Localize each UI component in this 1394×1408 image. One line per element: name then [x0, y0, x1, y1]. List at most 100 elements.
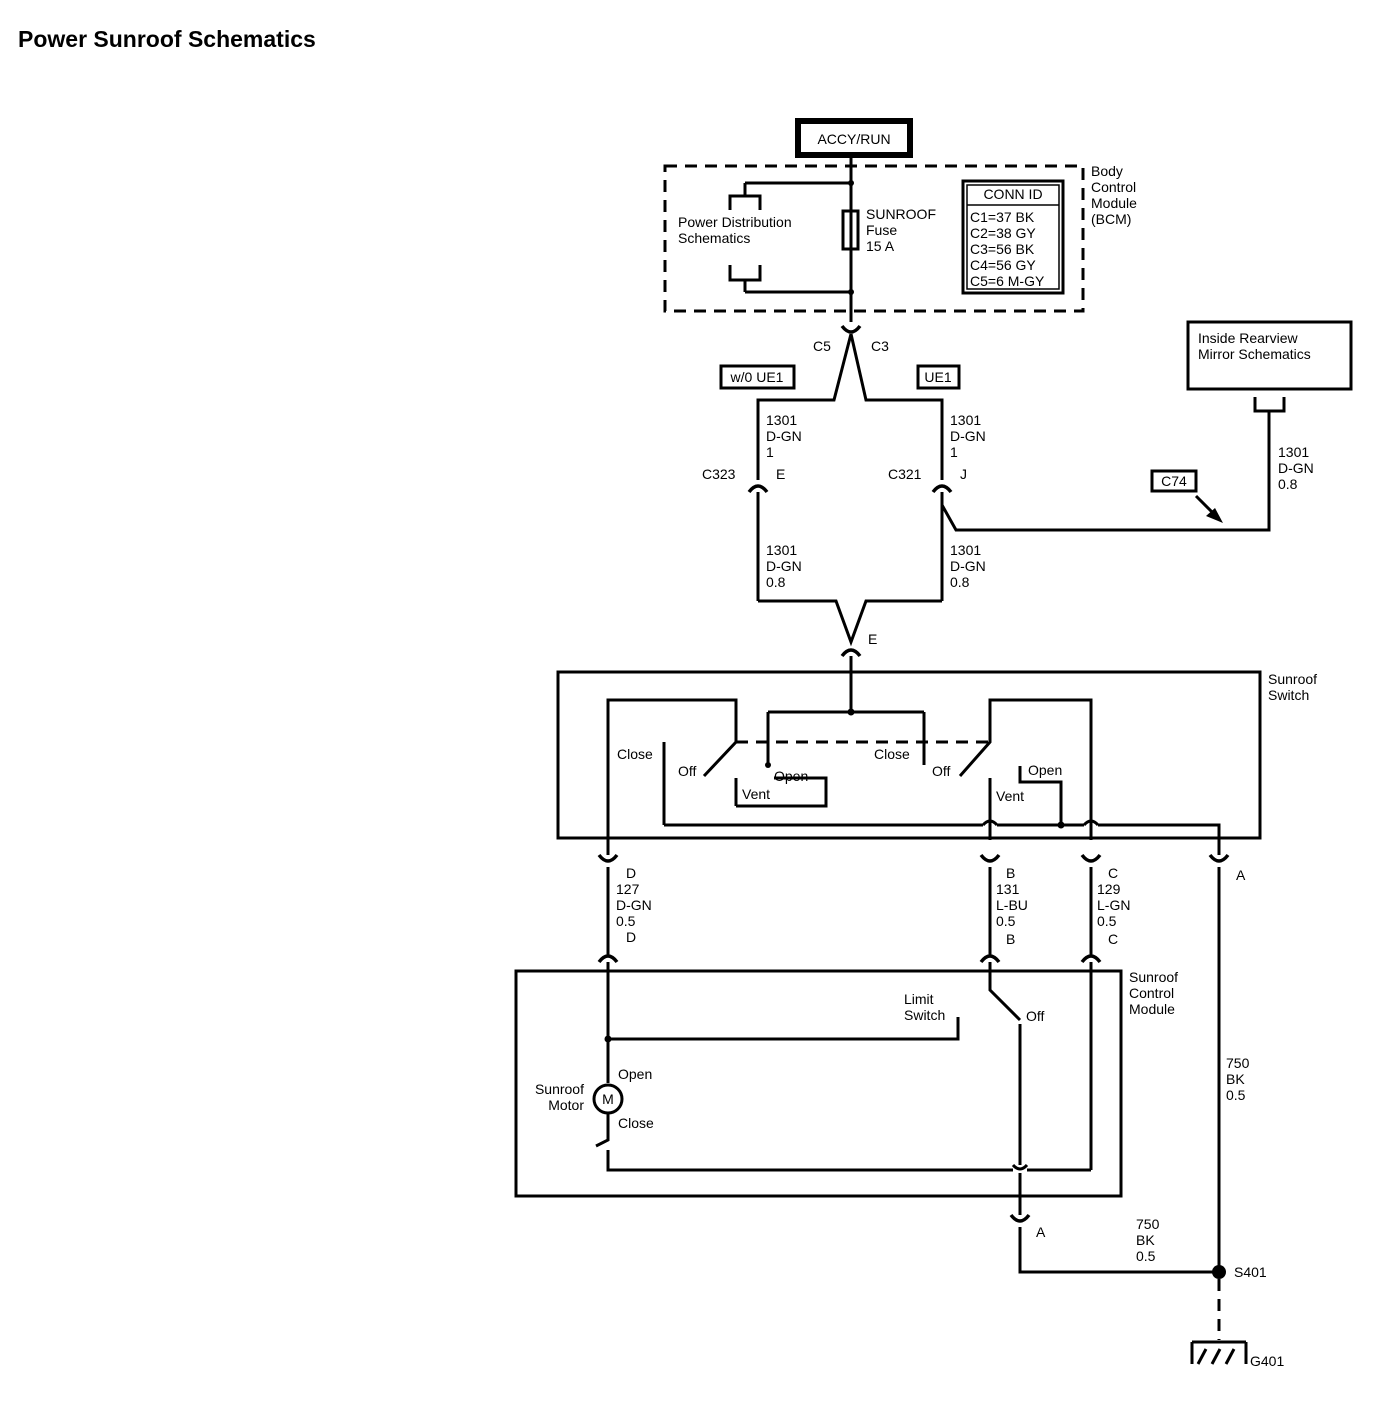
svg-text:0.8: 0.8: [950, 574, 970, 590]
sunroof-switch-label: Sunroof Switch: [1268, 671, 1317, 703]
svg-text:Inside Rearview: Inside Rearview: [1198, 330, 1298, 346]
svg-text:Sunroof: Sunroof: [1268, 671, 1317, 687]
svg-text:B: B: [1006, 931, 1015, 947]
connector-pin-a-top: A: [1208, 853, 1246, 883]
svg-text:D-GN: D-GN: [766, 558, 802, 574]
svg-text:Vent: Vent: [742, 786, 770, 802]
wire-label-1301-left-top: 1301 D-GN 1: [766, 412, 802, 460]
svg-text:Module: Module: [1091, 195, 1137, 211]
svg-text:1301: 1301: [766, 412, 797, 428]
svg-text:S401: S401: [1234, 1264, 1267, 1280]
svg-text:Close: Close: [618, 1115, 654, 1131]
wire-label-1301-right-bottom: 1301 D-GN 0.8: [950, 542, 986, 590]
svg-text:129: 129: [1097, 881, 1121, 897]
power-source-box: ACCY/RUN: [795, 118, 913, 158]
svg-text:D-GN: D-GN: [616, 897, 652, 913]
svg-text:750: 750: [1136, 1216, 1160, 1232]
page-title: Power Sunroof Schematics: [18, 26, 316, 52]
svg-text:C3: C3: [871, 338, 889, 354]
sunroof-motor: M: [592, 1083, 624, 1125]
svg-text:A: A: [1036, 1224, 1046, 1240]
option-label-ue1: UE1: [916, 364, 961, 390]
wire-label-1301-left-bottom: 1301 D-GN 0.8: [766, 542, 802, 590]
svg-text:BK: BK: [1226, 1071, 1245, 1087]
svg-text:Power Distribution: Power Distribution: [678, 214, 792, 230]
wire-label-1301-right-top: 1301 D-GN 1: [950, 412, 986, 460]
connector-pin-d-bottom: D: [597, 929, 636, 964]
svg-text:1301: 1301: [950, 412, 981, 428]
svg-text:Sunroof: Sunroof: [1129, 969, 1178, 985]
connector-pin-a-bottom: A: [1009, 1213, 1046, 1240]
svg-text:G401: G401: [1250, 1353, 1284, 1369]
connector-pin-b-bottom: B: [979, 931, 1015, 964]
svg-text:Open: Open: [774, 768, 808, 784]
connector-c321: C321 J: [888, 466, 967, 494]
svg-text:1301: 1301: [1278, 444, 1309, 460]
svg-text:C74: C74: [1161, 473, 1187, 489]
svg-text:C5: C5: [813, 338, 831, 354]
svg-text:SUNROOF: SUNROOF: [866, 206, 936, 222]
inside-rearview-mirror-reference: Inside Rearview Mirror Schematics: [1186, 320, 1353, 413]
svg-text:1301: 1301: [766, 542, 797, 558]
svg-text:0.8: 0.8: [766, 574, 786, 590]
svg-text:0.5: 0.5: [996, 913, 1016, 929]
svg-text:C321: C321: [888, 466, 922, 482]
svg-text:Off: Off: [678, 763, 697, 779]
merge-wire: [758, 599, 942, 647]
conn-id-table: CONN ID C1=37 BK C2=38 GY C3=56 BK C4=56…: [961, 179, 1065, 295]
sunroof-switch-contacts: Close Off Open Vent Close Off Open Vent: [606, 698, 1221, 855]
svg-text:Limit: Limit: [904, 991, 934, 1007]
module-internal-circuit: Limit Switch Off: [595, 962, 1093, 1215]
svg-text:D: D: [626, 865, 636, 881]
bcm-enclosure: [663, 164, 1085, 313]
svg-text:J: J: [960, 466, 967, 482]
svg-text:15 A: 15 A: [866, 238, 895, 254]
connector-c323: C323 E: [702, 466, 785, 494]
wire-label-750-bottom: 750 BK 0.5: [1136, 1216, 1160, 1264]
svg-text:750: 750: [1226, 1055, 1250, 1071]
svg-text:C5=6 M-GY: C5=6 M-GY: [970, 273, 1045, 289]
svg-text:C4=56 GY: C4=56 GY: [970, 257, 1036, 273]
wire-label-129: 129 L-GN 0.5: [1097, 881, 1130, 929]
svg-text:D-GN: D-GN: [766, 428, 802, 444]
svg-text:C1=37 BK: C1=37 BK: [970, 209, 1035, 225]
sunroof-switch-enclosure: [556, 670, 1262, 840]
svg-text:Motor: Motor: [548, 1097, 584, 1113]
svg-text:Sunroof: Sunroof: [535, 1081, 584, 1097]
svg-text:C323: C323: [702, 466, 736, 482]
svg-text:D-GN: D-GN: [1278, 460, 1314, 476]
svg-text:Off: Off: [1026, 1008, 1045, 1024]
svg-text:0.5: 0.5: [1097, 913, 1117, 929]
svg-text:A: A: [1236, 867, 1246, 883]
svg-text:UE1: UE1: [924, 369, 951, 385]
svg-text:Body: Body: [1091, 163, 1123, 179]
power-distribution-reference: Power Distribution Schematics: [678, 181, 851, 294]
connector-pin-b-top: B: [979, 853, 1015, 881]
splice-s401: S401: [1212, 1264, 1267, 1280]
svg-text:C: C: [1108, 865, 1118, 881]
svg-text:BK: BK: [1136, 1232, 1155, 1248]
connector-c5-c3: C5 C3: [756, 324, 944, 480]
svg-text:CONN ID: CONN ID: [983, 186, 1042, 202]
wire-label-131: 131 L-BU 0.5: [996, 881, 1028, 929]
svg-text:(BCM): (BCM): [1091, 211, 1131, 227]
svg-text:Control: Control: [1091, 179, 1136, 195]
svg-text:Fuse: Fuse: [866, 222, 897, 238]
sunroof-control-module-enclosure: [514, 969, 1123, 1198]
svg-text:L-BU: L-BU: [996, 897, 1028, 913]
svg-text:Switch: Switch: [1268, 687, 1309, 703]
svg-text:0.8: 0.8: [1278, 476, 1298, 492]
svg-text:D-GN: D-GN: [950, 558, 986, 574]
svg-text:Open: Open: [618, 1066, 652, 1082]
connector-c74-reference: C74: [1150, 469, 1223, 523]
sunroof-control-module-label: Sunroof Control Module: [1129, 969, 1178, 1017]
sunroof-motor-label: Sunroof Motor Open Close: [535, 1066, 654, 1131]
svg-text:E: E: [776, 466, 785, 482]
wire-label-750-right: 750 BK 0.5: [1226, 1055, 1250, 1103]
svg-text:B: B: [1006, 865, 1015, 881]
svg-text:Module: Module: [1129, 1001, 1175, 1017]
connector-switch-pin-e: E: [840, 631, 877, 658]
svg-text:Open: Open: [1028, 762, 1062, 778]
svg-text:127: 127: [616, 881, 640, 897]
